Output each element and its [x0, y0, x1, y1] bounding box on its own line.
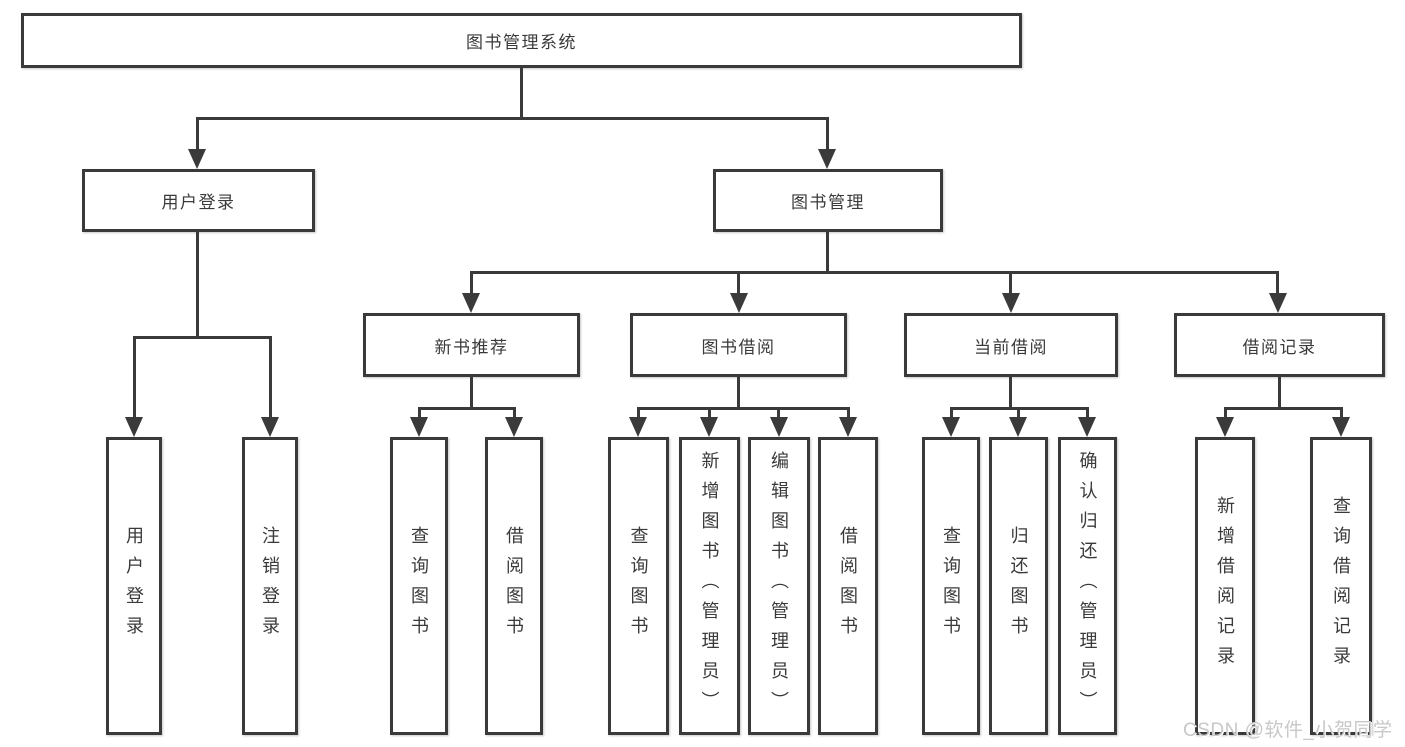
node-book-management-label: 图书管理 — [791, 193, 865, 212]
arrowhead-down-icon — [839, 417, 857, 437]
node-borrow-records-label: 借阅记录 — [1242, 337, 1317, 357]
node-root: 图书管理系统 — [21, 13, 1022, 68]
connector-root-horizontal — [196, 117, 829, 120]
node-new-book-recommend: 新书推荐 — [363, 313, 580, 377]
node-book-borrow-label: 图书借阅 — [701, 337, 776, 357]
connector-records-horizontal — [1224, 407, 1343, 410]
connector-userlogin-stem-2 — [269, 336, 272, 419]
node-borrow-records: 借阅记录 — [1174, 313, 1385, 377]
leaf-query-books-1: 查询图书 — [390, 437, 448, 735]
arrowhead-down-icon — [1216, 417, 1234, 437]
leaf-confirm-return-admin: 确认归还（管理员） — [1058, 437, 1117, 735]
connector-newbook-horizontal — [418, 407, 516, 410]
connector-userlogin-stem-1 — [133, 336, 136, 419]
leaf-return-books: 归还图书 — [989, 437, 1048, 735]
connector-bookmgmt-stem-1 — [470, 271, 473, 295]
leaf-logout: 注销登录 — [242, 437, 298, 735]
connector-bookmgmt-horizontal — [470, 271, 1279, 274]
connector-userlogin-horizontal — [133, 336, 272, 339]
node-user-login-label: 用户登录 — [161, 193, 236, 212]
arrowhead-down-icon — [942, 417, 960, 437]
connector-bookmgmt-stem-3 — [1009, 271, 1012, 295]
leaf-query-borrow-record-label: 查询借阅记录 — [1331, 496, 1351, 676]
leaf-borrow-books-1-label: 借阅图书 — [504, 526, 524, 646]
connector-records-stem-2 — [1340, 407, 1343, 419]
arrowhead-down-icon — [818, 149, 836, 169]
node-user-login: 用户登录 — [82, 169, 315, 232]
node-root-label: 图书管理系统 — [466, 33, 577, 52]
node-book-management: 图书管理 — [713, 169, 943, 232]
leaf-query-books-1-label: 查询图书 — [409, 526, 429, 646]
connector-bookborrow-stem-3 — [777, 407, 780, 419]
leaf-edit-books-admin: 编辑图书（管理员） — [748, 437, 810, 735]
arrowhead-down-icon — [770, 417, 788, 437]
leaf-borrow-books-1: 借阅图书 — [485, 437, 543, 735]
connector-bookborrow-stem-4 — [847, 407, 850, 419]
leaf-add-books-admin-label: 新增图书（管理员） — [699, 451, 720, 721]
connector-root-stem-left — [196, 117, 199, 151]
arrowhead-down-icon — [125, 417, 143, 437]
leaf-confirm-return-admin-label: 确认归还（管理员） — [1077, 451, 1098, 721]
arrowhead-down-icon — [410, 417, 428, 437]
connector-newbook-stem-1 — [418, 407, 421, 419]
leaf-add-borrow-record-label: 新增借阅记录 — [1215, 496, 1235, 676]
leaf-query-books-2-label: 查询图书 — [628, 526, 649, 646]
connector-root-vertical — [520, 68, 523, 120]
connector-records-vertical — [1278, 377, 1281, 410]
connector-bookmgmt-vertical — [826, 232, 829, 274]
leaf-query-books-2: 查询图书 — [608, 437, 669, 735]
connector-userlogin-vertical — [196, 232, 199, 339]
leaf-query-borrow-record: 查询借阅记录 — [1310, 437, 1372, 735]
connector-currentborrow-stem-2 — [1017, 407, 1020, 419]
connector-bookmgmt-stem-2 — [737, 271, 740, 295]
leaf-logout-label: 注销登录 — [260, 526, 280, 646]
node-current-borrow-label: 当前借阅 — [974, 337, 1048, 357]
leaf-edit-books-admin-label: 编辑图书（管理员） — [769, 451, 789, 721]
leaf-add-books-admin: 新增图书（管理员） — [679, 437, 740, 735]
arrowhead-down-icon — [1009, 417, 1027, 437]
arrowhead-down-icon — [700, 417, 718, 437]
arrowhead-down-icon — [629, 417, 647, 437]
arrowhead-down-icon — [1332, 417, 1350, 437]
connector-currentborrow-stem-1 — [950, 407, 953, 419]
leaf-user-login: 用户登录 — [106, 437, 162, 735]
connector-root-stem-right — [826, 117, 829, 151]
connector-currentborrow-stem-3 — [1086, 407, 1089, 419]
leaf-borrow-books-2: 借阅图书 — [818, 437, 878, 735]
connector-bookmgmt-stem-4 — [1276, 271, 1279, 295]
arrowhead-down-icon — [1269, 293, 1287, 313]
connector-bookborrow-vertical — [737, 377, 740, 410]
arrowhead-down-icon — [188, 149, 206, 169]
leaf-query-books-3-label: 查询图书 — [941, 526, 961, 646]
connector-newbook-stem-2 — [513, 407, 516, 419]
arrowhead-down-icon — [1078, 417, 1096, 437]
node-current-borrow: 当前借阅 — [904, 313, 1118, 377]
node-new-book-recommend-label: 新书推荐 — [434, 337, 509, 357]
leaf-borrow-books-2-label: 借阅图书 — [838, 526, 858, 646]
arrowhead-down-icon — [1002, 293, 1020, 313]
connector-currentborrow-vertical — [1009, 377, 1012, 410]
leaf-query-books-3: 查询图书 — [922, 437, 980, 735]
arrowhead-down-icon — [730, 293, 748, 313]
connector-bookborrow-stem-1 — [637, 407, 640, 419]
connector-bookborrow-horizontal — [637, 407, 850, 410]
arrowhead-down-icon — [505, 417, 523, 437]
node-book-borrow: 图书借阅 — [630, 313, 847, 377]
connector-newbook-vertical — [470, 377, 473, 410]
leaf-user-login-label: 用户登录 — [124, 526, 144, 646]
connector-records-stem-1 — [1224, 407, 1227, 419]
leaf-add-borrow-record: 新增借阅记录 — [1195, 437, 1255, 735]
arrowhead-down-icon — [261, 417, 279, 437]
arrowhead-down-icon — [462, 293, 480, 313]
connector-bookborrow-stem-2 — [708, 407, 711, 419]
csdn-watermark: CSDN @软件_小贺同学 — [1183, 720, 1393, 741]
leaf-return-books-label: 归还图书 — [1008, 526, 1029, 646]
